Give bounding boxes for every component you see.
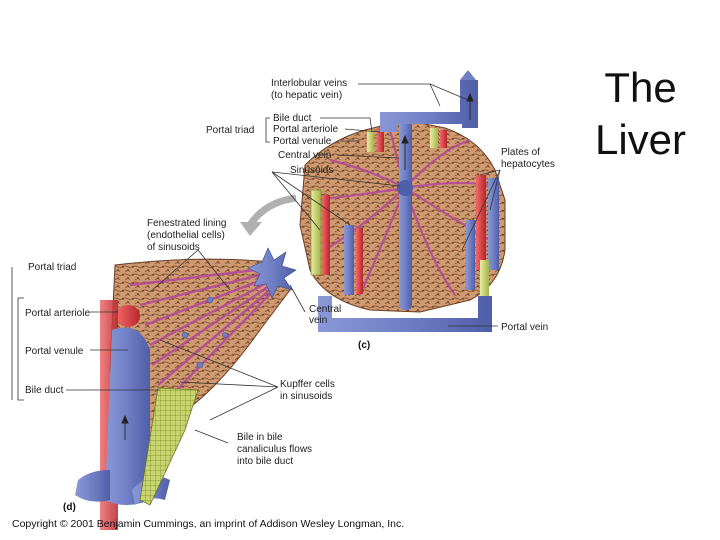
panel-c-letter: (c) [358,340,370,351]
label-plates-of-hepatocytes: Plates of [501,147,540,158]
label-bile-canaliculus-sub1: canaliculus flows [237,444,312,455]
slide-title-line-1: The [604,64,677,111]
label-plates-of-hepatocytes-sub: hepatocytes [501,159,555,170]
panel-d-letter: (d) [63,502,76,513]
leader-lines [11,83,501,444]
label-central-vein-d-sub: vein [309,315,327,326]
label-portal-venule-d: Portal venule [25,346,84,357]
label-fenestrated-lining-sub1: (endothelial cells) [147,230,225,241]
zoom-arrow [247,194,297,228]
copyright-notice: Copyright © 2001 Benjamin Cummings, an i… [12,518,405,530]
label-bile-canaliculus: Bile in bile [237,432,283,443]
label-portal-triad-c: Portal triad [206,125,254,136]
label-kupffer-cells: Kupffer cells [280,379,335,390]
label-fenestrated-lining-sub2: of sinusoids [147,242,200,253]
label-portal-venule-c: Portal venule [273,136,332,147]
slide-title: The Liver [578,62,703,166]
label-central-vein-d: Central [309,304,341,315]
label-central-vein-c: Central vein [278,150,331,161]
label-portal-triad-d: Portal triad [28,262,76,273]
label-interlobular-veins: Interlobular veins [271,78,347,89]
lobule-illustration [299,70,506,332]
label-kupffer-cells-sub: in sinusoids [280,391,332,402]
label-fenestrated-lining: Fenestrated lining [147,218,227,229]
label-sinusoids: Sinusoids [290,165,333,176]
label-portal-arteriole-c: Portal arteriole [273,124,338,135]
label-interlobular-veins-sub: (to hepatic vein) [271,90,342,101]
label-bile-duct-d: Bile duct [25,385,64,396]
label-portal-arteriole-d: Portal arteriole [25,308,90,319]
label-portal-vein: Portal vein [501,322,548,333]
label-bile-duct-c: Bile duct [273,113,312,124]
wedge-illustration [75,247,297,530]
slide-title-line-2: Liver [594,116,687,163]
label-bile-canaliculus-sub2: into bile duct [237,456,293,467]
